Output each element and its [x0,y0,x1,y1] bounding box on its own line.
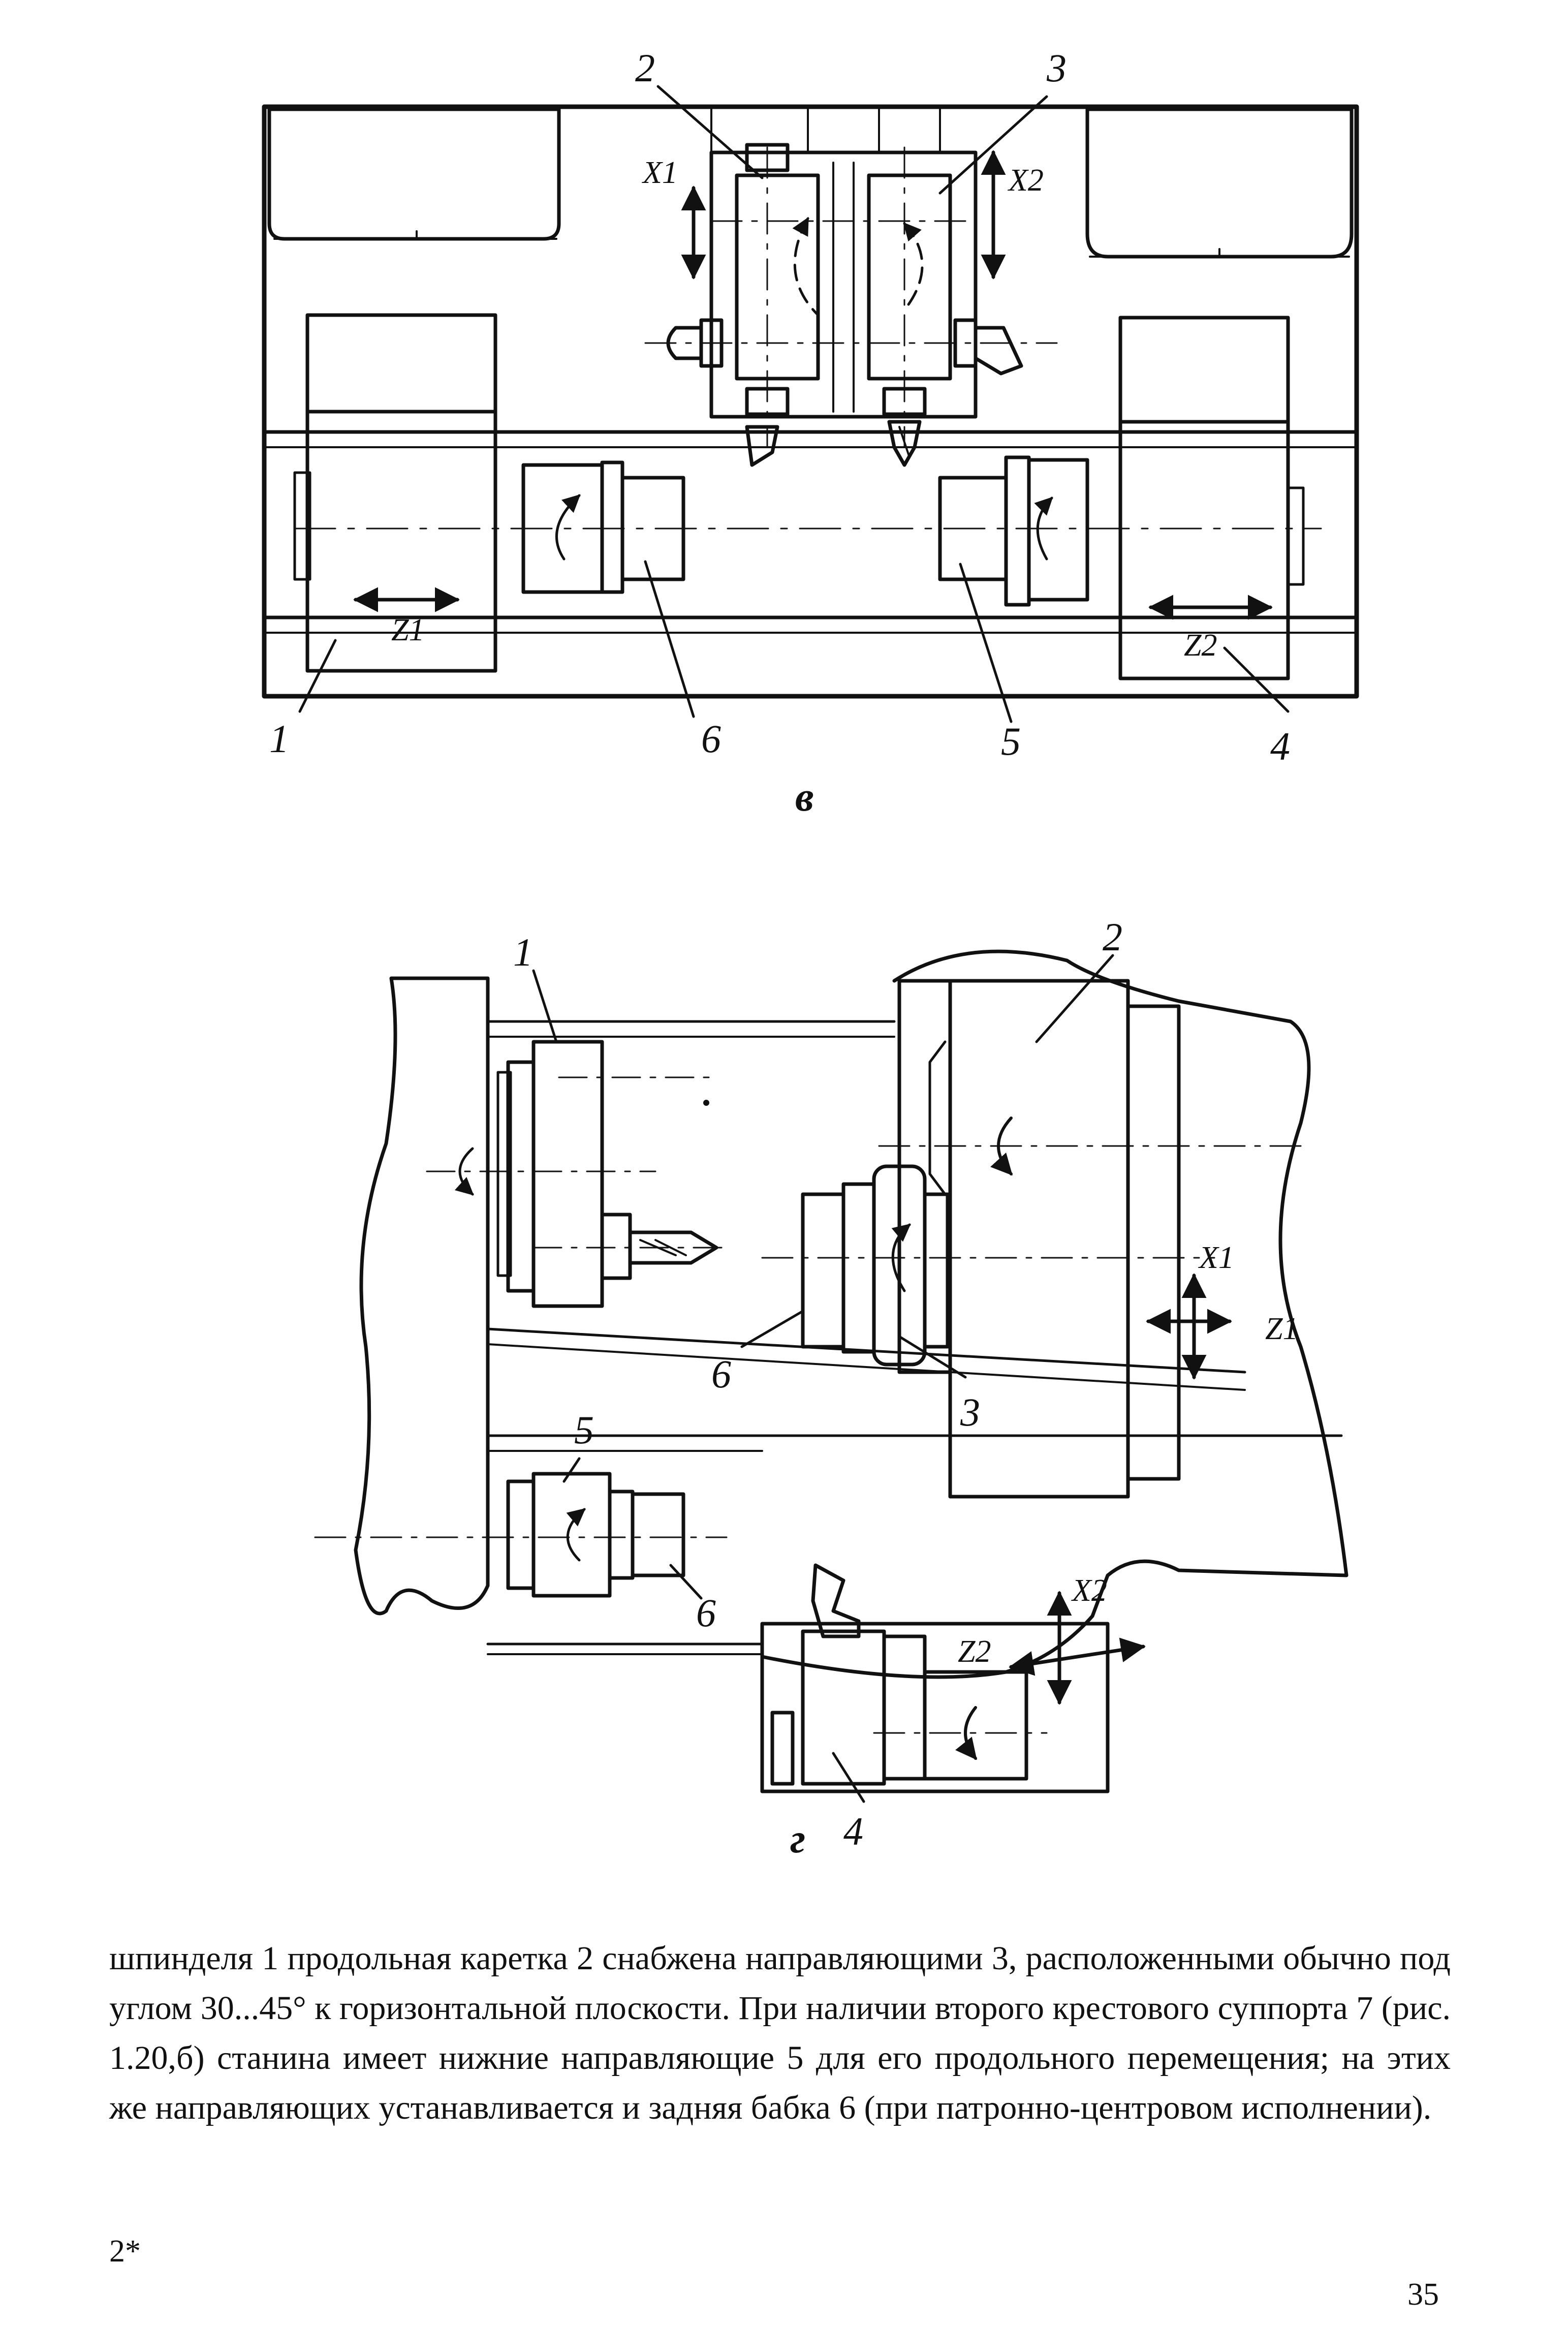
figure-caption-g: г [790,1815,805,1862]
bed-outline [354,976,490,1616]
tool-holder [600,1213,632,1280]
top-left-block [267,107,561,241]
machine-frame [262,104,1359,699]
callout-2: 2 [1103,915,1122,959]
axis-label-z1: Z1 [391,613,424,647]
callout-3: 3 [1046,46,1067,90]
figure-caption-v: в [795,773,814,820]
callout-1: 1 [269,717,289,761]
callout-6: 6 [701,717,721,761]
headstock-spindle-1 [531,1040,604,1308]
figure-v-diagram: 2 3 1 6 5 4 X1 X2 Z1 Z2 в [262,46,1359,820]
callout-6: 6 [711,1352,731,1396]
callout-6-lower: 6 [696,1591,716,1635]
turret-right [867,173,952,381]
turret-left [735,173,820,381]
callout-3: 3 [960,1390,980,1434]
spindle-5 [531,1472,612,1598]
axis-label-x2: X2 [1071,1573,1107,1608]
axis-label-z2: Z2 [958,1634,991,1669]
tool-slide-4 [760,1622,1110,1793]
callout-5: 5 [1001,719,1021,763]
callout-1: 1 [513,930,533,974]
callout-5: 5 [574,1408,594,1452]
callout-2: 2 [635,46,655,90]
axis-label-z1: Z1 [1265,1312,1298,1346]
axis-label-z2: Z2 [1184,628,1217,663]
body-paragraph: шпинделя 1 продольная каретка 2 снабжена… [109,1934,1451,2133]
body-text: шпинделя 1 продольная каретка 2 снабжена… [109,1940,1451,2126]
top-right-block [1085,107,1354,259]
callout-4: 4 [843,1809,863,1853]
callout-4: 4 [1270,724,1290,768]
workpiece-6 [801,1192,845,1349]
cross-slide-body [709,150,978,419]
figure-g-diagram: 1 2 6 3 5 6 4 X1 Z1 X2 Z2 г [314,915,1349,1862]
axis-label-x1: X1 [1198,1241,1234,1275]
axis-label-x2: X2 [1007,163,1044,198]
headstock-left [305,313,497,673]
page-number: 35 [1407,2277,1439,2312]
footnote-mark: 2* [109,2234,141,2269]
axis-label-x1: X1 [641,156,678,190]
headstock-right [1118,316,1290,680]
